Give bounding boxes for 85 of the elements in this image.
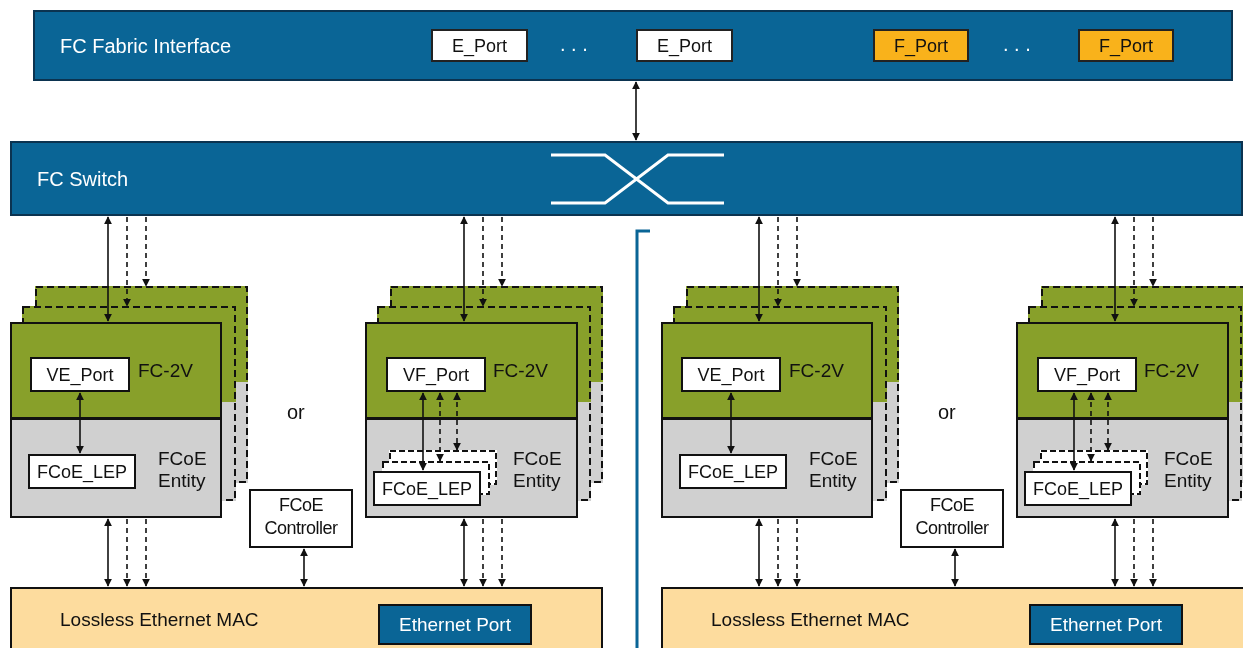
- box-label: Lossless Ethernet MAC: [711, 609, 910, 631]
- box-label: Lossless Ethernet MAC: [60, 609, 259, 631]
- port-box: [636, 29, 733, 62]
- box-label: F_Port: [894, 35, 948, 56]
- arrow: [1111, 216, 1119, 322]
- header-band: [33, 10, 1233, 81]
- box-label: FCoE Entity: [158, 448, 208, 492]
- ellipsis-label: . . .: [560, 33, 588, 56]
- dashed-arrow: [436, 392, 444, 462]
- ethernet-port-box: [378, 604, 532, 645]
- arrow: [104, 518, 112, 587]
- dashed-arrow: [142, 518, 150, 587]
- port-box: [30, 357, 130, 392]
- box-label: FCoE Controller: [263, 494, 339, 540]
- mac-band: [10, 587, 603, 648]
- ellipsis-label: . . .: [1003, 33, 1031, 56]
- dashed-arrow: [774, 216, 782, 307]
- arrow: [460, 216, 468, 322]
- arrow: [104, 216, 112, 322]
- box-label: FCoE Entity: [809, 448, 859, 492]
- port-box: [873, 29, 969, 62]
- dashed-arrow: [1130, 216, 1138, 307]
- arrow: [460, 518, 468, 587]
- dashed-arrow: [453, 392, 461, 451]
- arrow: [419, 392, 427, 471]
- dashed-arrow: [479, 216, 487, 307]
- box-label: FCoE Controller: [914, 494, 990, 540]
- port-box: [28, 454, 136, 489]
- dashed-arrow: [498, 216, 506, 287]
- box-label: VF_Port: [403, 364, 469, 385]
- dashed-arrow: [142, 216, 150, 287]
- box-label: FC-2V: [789, 359, 844, 382]
- dashed-arrow: [793, 216, 801, 287]
- box-label: VE_Port: [697, 364, 765, 385]
- box-label: E_Port: [452, 35, 507, 56]
- arrow: [300, 548, 308, 587]
- dashed-arrow: [1130, 518, 1138, 587]
- arrow: [755, 216, 763, 322]
- dashed-arrow: [1104, 392, 1112, 451]
- dashed-arrow: [1087, 392, 1095, 462]
- arrow: [1070, 392, 1078, 471]
- box-label: FC-2V: [1144, 359, 1199, 382]
- arrow: [727, 392, 735, 454]
- arrow: [951, 548, 959, 587]
- box-label: FC Fabric Interface: [60, 34, 232, 57]
- or-label: or: [938, 401, 956, 424]
- header-band: [10, 141, 1243, 216]
- arrow: [755, 518, 763, 587]
- box-label: FC-2V: [493, 359, 548, 382]
- port-box: [1078, 29, 1174, 62]
- arrow: [1111, 518, 1119, 587]
- box-label: FCoE_LEP: [1033, 478, 1123, 499]
- box-label: VE_Port: [46, 364, 114, 385]
- port-box: [431, 29, 528, 62]
- controller-box: [900, 489, 1004, 548]
- box-label: FCoE Entity: [513, 448, 563, 492]
- box-label: Ethernet Port: [399, 613, 511, 636]
- box-label: FC Switch: [37, 167, 129, 190]
- dashed-arrow: [479, 518, 487, 587]
- port-box: [681, 357, 781, 392]
- box-label: FCoE_LEP: [37, 461, 127, 482]
- box-label: E_Port: [657, 35, 712, 56]
- ethernet-port-box: [1029, 604, 1183, 645]
- box-label: F_Port: [1099, 35, 1153, 56]
- port-box: [1037, 357, 1137, 392]
- dashed-arrow: [793, 518, 801, 587]
- dashed-arrow: [123, 216, 131, 307]
- dashed-arrow: [774, 518, 782, 587]
- arrow: [76, 392, 84, 454]
- box-label: FCoE_LEP: [382, 478, 472, 499]
- port-box: [386, 357, 486, 392]
- dashed-arrow: [1149, 518, 1157, 587]
- box-label: Ethernet Port: [1050, 613, 1162, 636]
- dashed-arrow: [123, 518, 131, 587]
- mac-band: [661, 587, 1243, 648]
- box-label: FCoE_LEP: [688, 461, 778, 482]
- port-box: [679, 454, 787, 489]
- dashed-arrow: [1149, 216, 1157, 287]
- box-label: FCoE Entity: [1164, 448, 1214, 492]
- arrow: [632, 81, 640, 141]
- or-label: or: [287, 401, 305, 424]
- controller-box: [249, 489, 353, 548]
- box-label: VF_Port: [1054, 364, 1120, 385]
- box-label: FC-2V: [138, 359, 193, 382]
- dashed-arrow: [498, 518, 506, 587]
